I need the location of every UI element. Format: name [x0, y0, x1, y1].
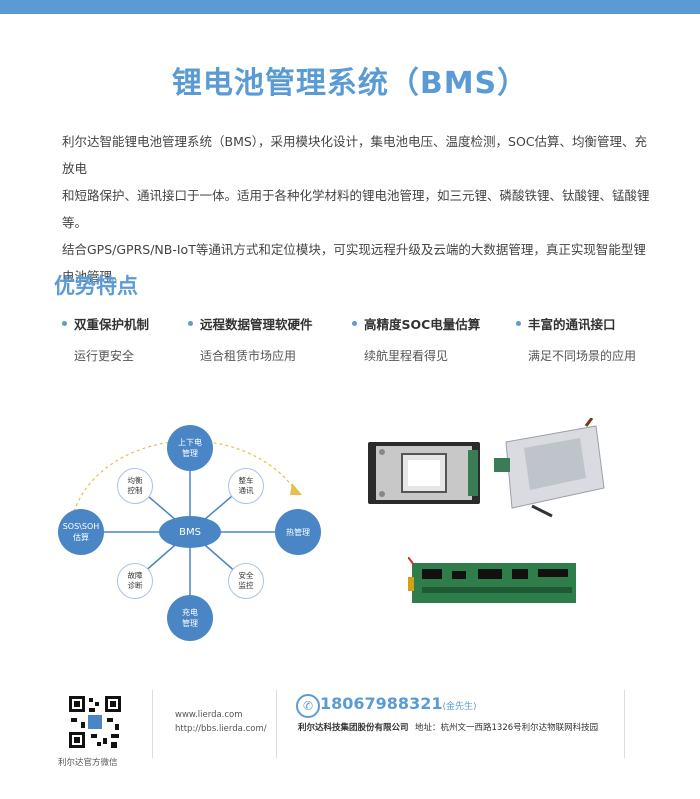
feature-desc: 运行更安全 [74, 349, 135, 363]
footer-divider [276, 690, 277, 758]
intro-paragraph: 利尔达智能锂电池管理系统（BMS），采用模块化设计，集电池电压、温度检测，SOC… [62, 128, 652, 290]
contact-phone: 18067988321(金先生) [320, 694, 477, 713]
bullet-icon [352, 321, 357, 326]
node-balance-control: 均衡控制 [117, 468, 153, 504]
node-power-management: 上下电管理 [167, 425, 213, 471]
feature-desc: 适合租赁市场应用 [200, 349, 297, 363]
phone-contact-name: (金先生) [442, 702, 477, 712]
feature-desc: 满足不同场景的应用 [528, 349, 637, 363]
bullet-icon [62, 321, 67, 326]
company-name: 利尔达科技集团股份有限公司 [298, 723, 409, 733]
advantages-heading: 优势特点 [54, 274, 138, 298]
bullet-icon [516, 321, 521, 326]
bullet-icon [188, 321, 193, 326]
feature-title: 高精度SOC电量估算 [364, 317, 481, 332]
node-fault-diagnosis: 故障诊断 [117, 563, 153, 599]
node-bms-center: BMS [159, 516, 221, 548]
footer: 利尔达官方微信 www.lierda.com http://bbs.lierda… [0, 676, 700, 776]
node-vehicle-communication: 整车通讯 [228, 468, 264, 504]
footer-divider [152, 690, 153, 758]
forum-link[interactable]: http://bbs.lierda.com/ [175, 724, 267, 734]
feature-title: 双重保护机制 [74, 317, 150, 332]
intro-line: 和短路保护、通讯接口于一体。适用于各种化学材料的锂电池管理，如三元锂、磷酸铁锂、… [62, 188, 650, 230]
feature-title: 丰富的通讯接口 [528, 317, 616, 332]
page-title: 锂电池管理系统（BMS） [171, 66, 529, 101]
feature-item: 双重保护机制 运行更安全 [62, 314, 149, 364]
phone-number: 18067988321 [320, 694, 443, 713]
feature-item: 丰富的通讯接口 满足不同场景的应用 [516, 314, 636, 364]
company-address: 地址：杭州文一西路1326号利尔达物联网科技园 [415, 723, 599, 733]
intro-line: 利尔达智能锂电池管理系统（BMS），采用模块化设计，集电池电压、温度检测，SOC… [62, 134, 648, 176]
qr-caption: 利尔达官方微信 [58, 758, 118, 768]
node-charge-management: 充电管理 [167, 595, 213, 641]
footer-urls: www.lierda.com http://bbs.lierda.com/ [175, 708, 267, 736]
feature-item: 高精度SOC电量估算 续航里程看得见 [352, 314, 480, 364]
intro-line: 电池管理。 [62, 269, 125, 284]
intro-line: 结合GPS/GPRS/NB-IoT等通讯方式和定位模块，可实现远程升级及云端的大… [62, 242, 646, 257]
node-thermal-management: 热管理 [275, 509, 321, 555]
top-banner-bar [0, 0, 700, 14]
bms-board-image-2 [494, 418, 605, 518]
website-link[interactable]: www.lierda.com [175, 710, 243, 720]
phone-icon: ✆ [296, 694, 320, 718]
feature-item: 远程数据管理软硬件 适合租赁市场应用 [188, 314, 313, 364]
node-safety-monitoring: 安全监控 [228, 563, 264, 599]
footer-divider [624, 690, 625, 758]
bms-board-image-1 [368, 442, 480, 504]
qr-code-icon [67, 694, 123, 750]
feature-title: 远程数据管理软硬件 [200, 317, 313, 332]
bms-board-image-3 [408, 557, 576, 603]
feature-desc: 续航里程看得见 [364, 349, 449, 363]
